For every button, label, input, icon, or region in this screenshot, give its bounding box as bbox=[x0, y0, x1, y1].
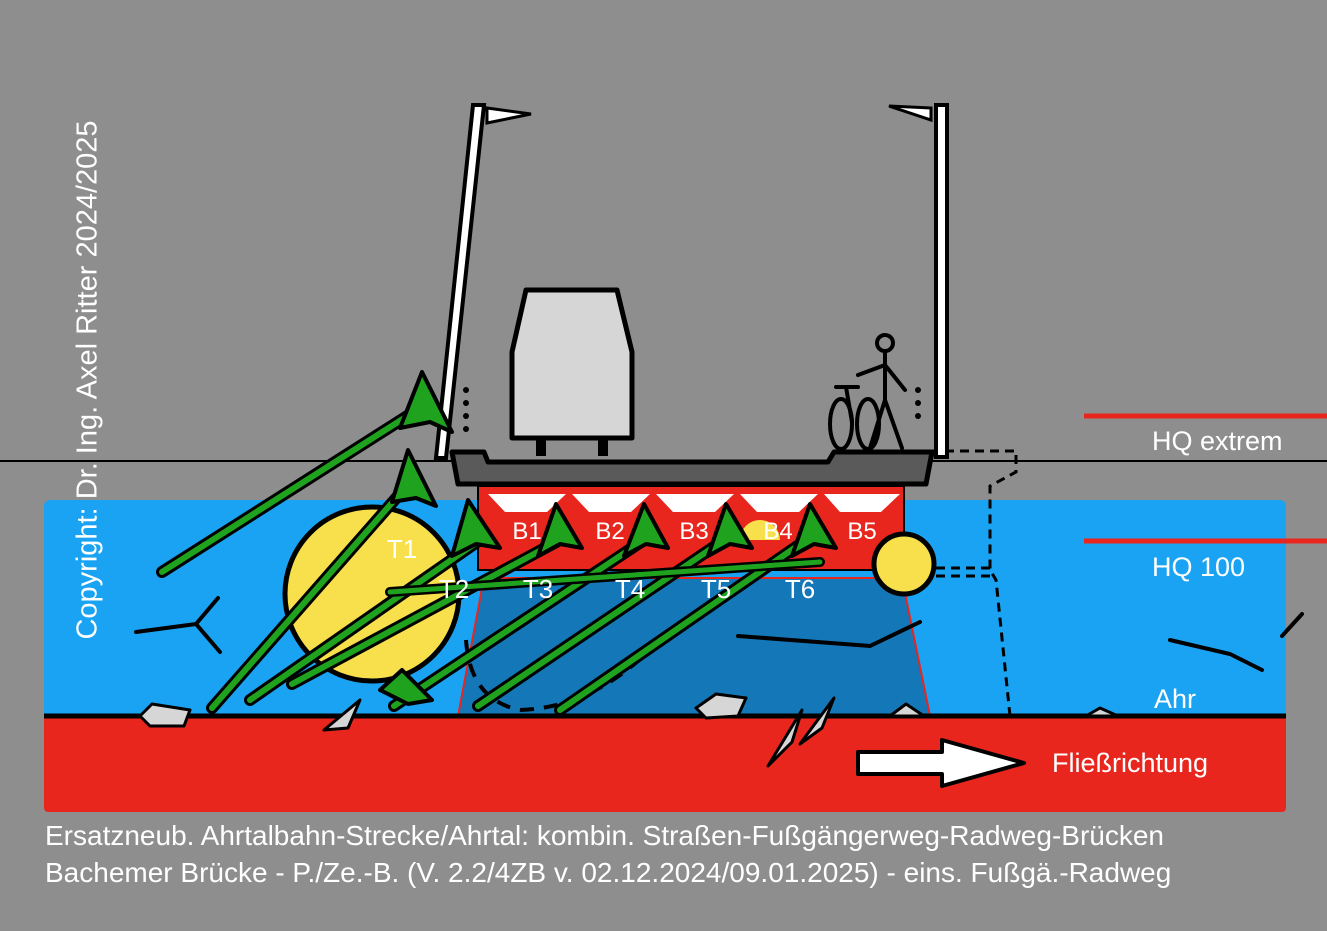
railing-dots bbox=[463, 387, 921, 432]
vehicle-leg-right bbox=[598, 438, 608, 456]
tree-label-t4: T4 bbox=[615, 574, 645, 604]
caption-line-2: Bachemer Brücke - P./Ze.-B. (V. 2.2/4ZB … bbox=[45, 857, 1172, 888]
cyclist-icon bbox=[828, 333, 907, 451]
vehicle-leg-left bbox=[536, 438, 546, 456]
right-flag bbox=[888, 104, 933, 123]
tree-label-t5: T5 bbox=[701, 574, 731, 604]
tree-label-t6: T6 bbox=[785, 574, 815, 604]
right-flag-pole bbox=[934, 103, 949, 459]
river-label: Ahr bbox=[1154, 684, 1196, 714]
hq-100-label: HQ 100 bbox=[1152, 552, 1245, 582]
flow-direction-label: Fließrichtung bbox=[1052, 748, 1208, 778]
stones bbox=[138, 692, 1120, 768]
left-flag-pole bbox=[433, 103, 487, 460]
tree-crowns bbox=[378, 370, 838, 706]
abutment-outline bbox=[930, 449, 1018, 717]
pontoon-label-b2: B2 bbox=[595, 518, 624, 545]
hq-extrem-label: HQ extrem bbox=[1152, 426, 1283, 456]
float-ball-small bbox=[871, 531, 937, 597]
bridge-deck bbox=[449, 449, 935, 487]
left-flag bbox=[485, 106, 532, 125]
vehicle bbox=[509, 287, 635, 441]
tree-label-t2: T2 bbox=[439, 574, 469, 604]
pontoon-label-b4: B4 bbox=[763, 518, 792, 545]
riverbed bbox=[44, 716, 1286, 812]
debris bbox=[134, 596, 1304, 672]
caption-line-1: Ersatzneub. Ahrtalbahn-Strecke/Ahrtal: k… bbox=[45, 820, 1164, 851]
pontoon-label-b5: B5 bbox=[847, 518, 876, 545]
pontoon-label-b3: B3 bbox=[679, 518, 708, 545]
tree-trunks bbox=[156, 402, 825, 716]
copyright-text: Copyright: Dr. Ing. Axel Ritter 2024/202… bbox=[71, 120, 104, 640]
tree-label-t3: T3 bbox=[523, 574, 553, 604]
tree-label-t1: T1 bbox=[387, 534, 417, 564]
pontoon-label-b1: B1 bbox=[512, 518, 541, 545]
float-ball-hidden bbox=[740, 520, 780, 540]
flow-arrow-icon bbox=[856, 738, 1026, 788]
